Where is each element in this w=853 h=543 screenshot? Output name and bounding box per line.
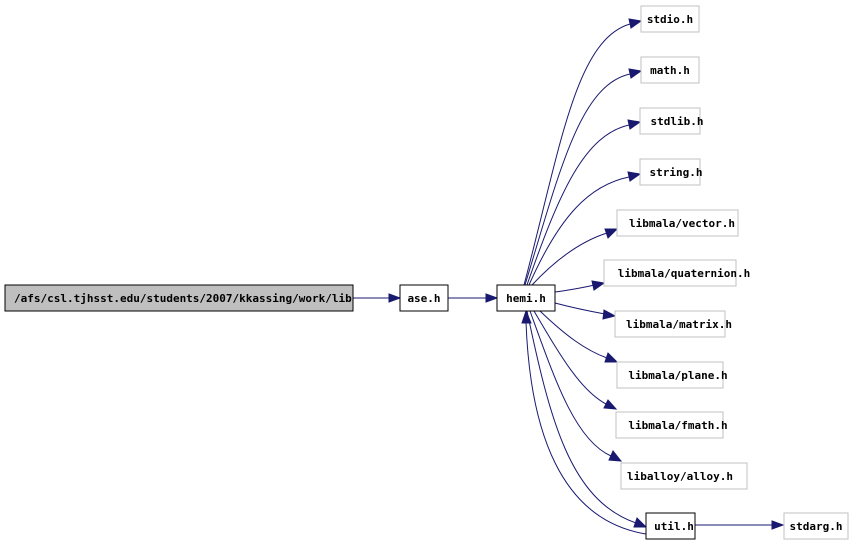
arrow-hemi-h-to-matrix-h — [602, 309, 617, 320]
node-quaternion-h-box — [603, 259, 737, 287]
node-alloy-h[interactable]: liballoy/alloy.h — [620, 462, 748, 490]
node-stdio-h-box — [640, 5, 700, 33]
node-util-h-box — [645, 512, 696, 540]
node-plane-h-label: libmala/plane.h — [628, 369, 727, 382]
node-alloy-h-box — [620, 462, 748, 490]
edge-hemi-h-to-stdio-h — [523, 23, 631, 286]
arrow-hemi-h-to-math-h — [628, 68, 643, 79]
edge-hemi-h-to-matrix-h — [554, 302, 606, 315]
arrow-hemi-h-to-alloy-h — [608, 450, 623, 462]
node-vector-h-box — [616, 209, 739, 237]
node-util-h-label: util.h — [654, 520, 694, 533]
arrow-hemi-h-to-fmath-h — [603, 399, 618, 410]
node-string-h-box — [639, 158, 701, 186]
edge-hemi-h-to-quaternion-h — [554, 284, 595, 293]
edge-hemi-h-to-string-h — [528, 176, 630, 286]
node-matrix-h-label: libmala/matrix.h — [626, 318, 732, 331]
arrow-util-h-to-stdarg-h — [771, 520, 785, 530]
node-math-h-box — [640, 56, 700, 84]
edge-layer — [353, 18, 785, 535]
arrow-hemi-h-to-stdlib-h — [627, 119, 642, 130]
node-ase-h-label: ase.h — [407, 292, 440, 305]
arrow-hemi-h-to-quaternion-h — [591, 280, 606, 291]
arrow-hemi-h-to-stdio-h — [628, 18, 643, 29]
node-root-label: /afs/csl.tjhsst.edu/students/2007/kkassi… — [14, 292, 418, 305]
arrow-hemi-h-to-string-h — [627, 171, 642, 182]
node-stdarg-h-label: stdarg.h — [790, 520, 843, 533]
node-stdio-h[interactable]: stdio.h — [640, 5, 700, 33]
node-hemi-h-label: hemi.h — [506, 292, 546, 305]
node-string-h-label: string.h — [650, 166, 703, 179]
arrow-hemi-h-to-util-h — [633, 517, 648, 528]
arrow-hemi-h-to-plane-h — [604, 352, 619, 363]
arrow-util-h-to-hemi-h — [521, 309, 532, 324]
node-matrix-h[interactable]: libmala/matrix.h — [614, 310, 732, 338]
arrow-hemi-h-to-vector-h — [604, 228, 619, 239]
arrow-root-to-ase-h — [388, 293, 402, 303]
node-util-h[interactable]: util.h — [645, 512, 696, 540]
node-stdio-h-label: stdio.h — [647, 13, 693, 26]
arrow-ase-h-to-hemi-h — [485, 293, 499, 303]
node-stdlib-h[interactable]: stdlib.h — [639, 107, 704, 135]
edge-hemi-h-to-math-h — [524, 73, 631, 286]
node-fmath-h-label: libmala/fmath.h — [628, 419, 727, 432]
node-root-ase-c[interactable]: /afs/csl.tjhsst.edu/students/2007/kkassi… — [4, 284, 418, 312]
node-vector-h-label: libmala/vector.h — [629, 217, 735, 230]
node-fmath-h[interactable]: libmala/fmath.h — [615, 411, 728, 439]
node-vector-h[interactable]: libmala/vector.h — [616, 209, 739, 237]
node-alloy-h-label: liballoy/alloy.h — [627, 470, 733, 483]
node-root-box — [4, 284, 354, 312]
node-math-h-label: math.h — [650, 64, 690, 77]
node-ase-h-box — [399, 284, 449, 312]
node-matrix-h-box — [614, 310, 726, 338]
node-string-h[interactable]: string.h — [639, 158, 703, 186]
edge-hemi-h-to-plane-h — [539, 310, 608, 359]
node-math-h[interactable]: math.h — [640, 56, 700, 84]
edge-hemi-h-to-stdlib-h — [526, 124, 630, 286]
node-fmath-h-box — [615, 411, 724, 439]
node-stdarg-h[interactable]: stdarg.h — [783, 512, 849, 540]
node-hemi-h-box — [496, 284, 556, 312]
edge-hemi-h-to-fmath-h — [533, 310, 607, 405]
node-hemi-h[interactable]: hemi.h — [496, 284, 556, 312]
node-layer: /afs/csl.tjhsst.edu/students/2007/kkassi… — [4, 5, 849, 540]
node-quaternion-h-label: libmala/quaternion.h — [618, 267, 750, 280]
edge-hemi-h-to-util-h — [526, 310, 637, 524]
edge-util-h-to-hemi-h — [525, 321, 647, 535]
node-plane-h-box — [616, 361, 724, 389]
node-ase-h[interactable]: ase.h — [399, 284, 449, 312]
node-quaternion-h[interactable]: libmala/quaternion.h — [603, 259, 750, 287]
node-plane-h[interactable]: libmala/plane.h — [616, 361, 728, 389]
node-stdlib-h-box — [639, 107, 701, 135]
edge-hemi-h-to-alloy-h — [529, 310, 612, 457]
node-stdarg-h-box — [783, 512, 849, 540]
node-stdlib-h-label: stdlib.h — [651, 115, 704, 128]
edge-hemi-h-to-vector-h — [531, 232, 608, 286]
